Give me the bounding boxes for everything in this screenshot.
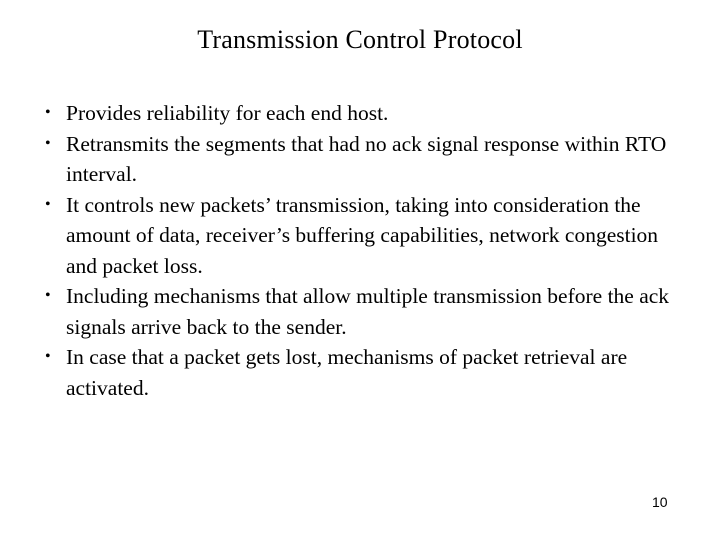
slide-number: 10 <box>652 494 668 510</box>
bullet-dot-icon: • <box>45 134 51 152</box>
list-item-label: Retransmits the segments that had no ack… <box>66 131 667 187</box>
list-item: • Retransmits the segments that had no a… <box>38 129 686 190</box>
slide-body: • Provides reliability for each end host… <box>38 98 686 403</box>
list-item-label: It controls new packets’ transmission, t… <box>66 192 659 278</box>
bullet-dot-icon: • <box>45 104 51 121</box>
list-item-label: In case that a packet gets lost, mechani… <box>66 345 628 400</box>
list-item-label: Provides reliability for each end host. <box>66 101 389 125</box>
bullet-list: • Provides reliability for each end host… <box>38 98 686 403</box>
list-item: • Provides reliability for each end host… <box>38 98 686 129</box>
list-item: • In case that a packet gets lost, mecha… <box>38 342 686 403</box>
list-item-label: Including mechanisms that allow multiple… <box>66 284 670 339</box>
bullet-dot-icon: • <box>45 348 51 365</box>
bullet-dot-icon: • <box>45 195 51 213</box>
bullet-dot-icon: • <box>45 287 51 304</box>
list-item: • It controls new packets’ transmission,… <box>38 190 686 282</box>
list-item: • Including mechanisms that allow multip… <box>38 281 686 342</box>
page-title: Transmission Control Protocol <box>197 25 523 54</box>
